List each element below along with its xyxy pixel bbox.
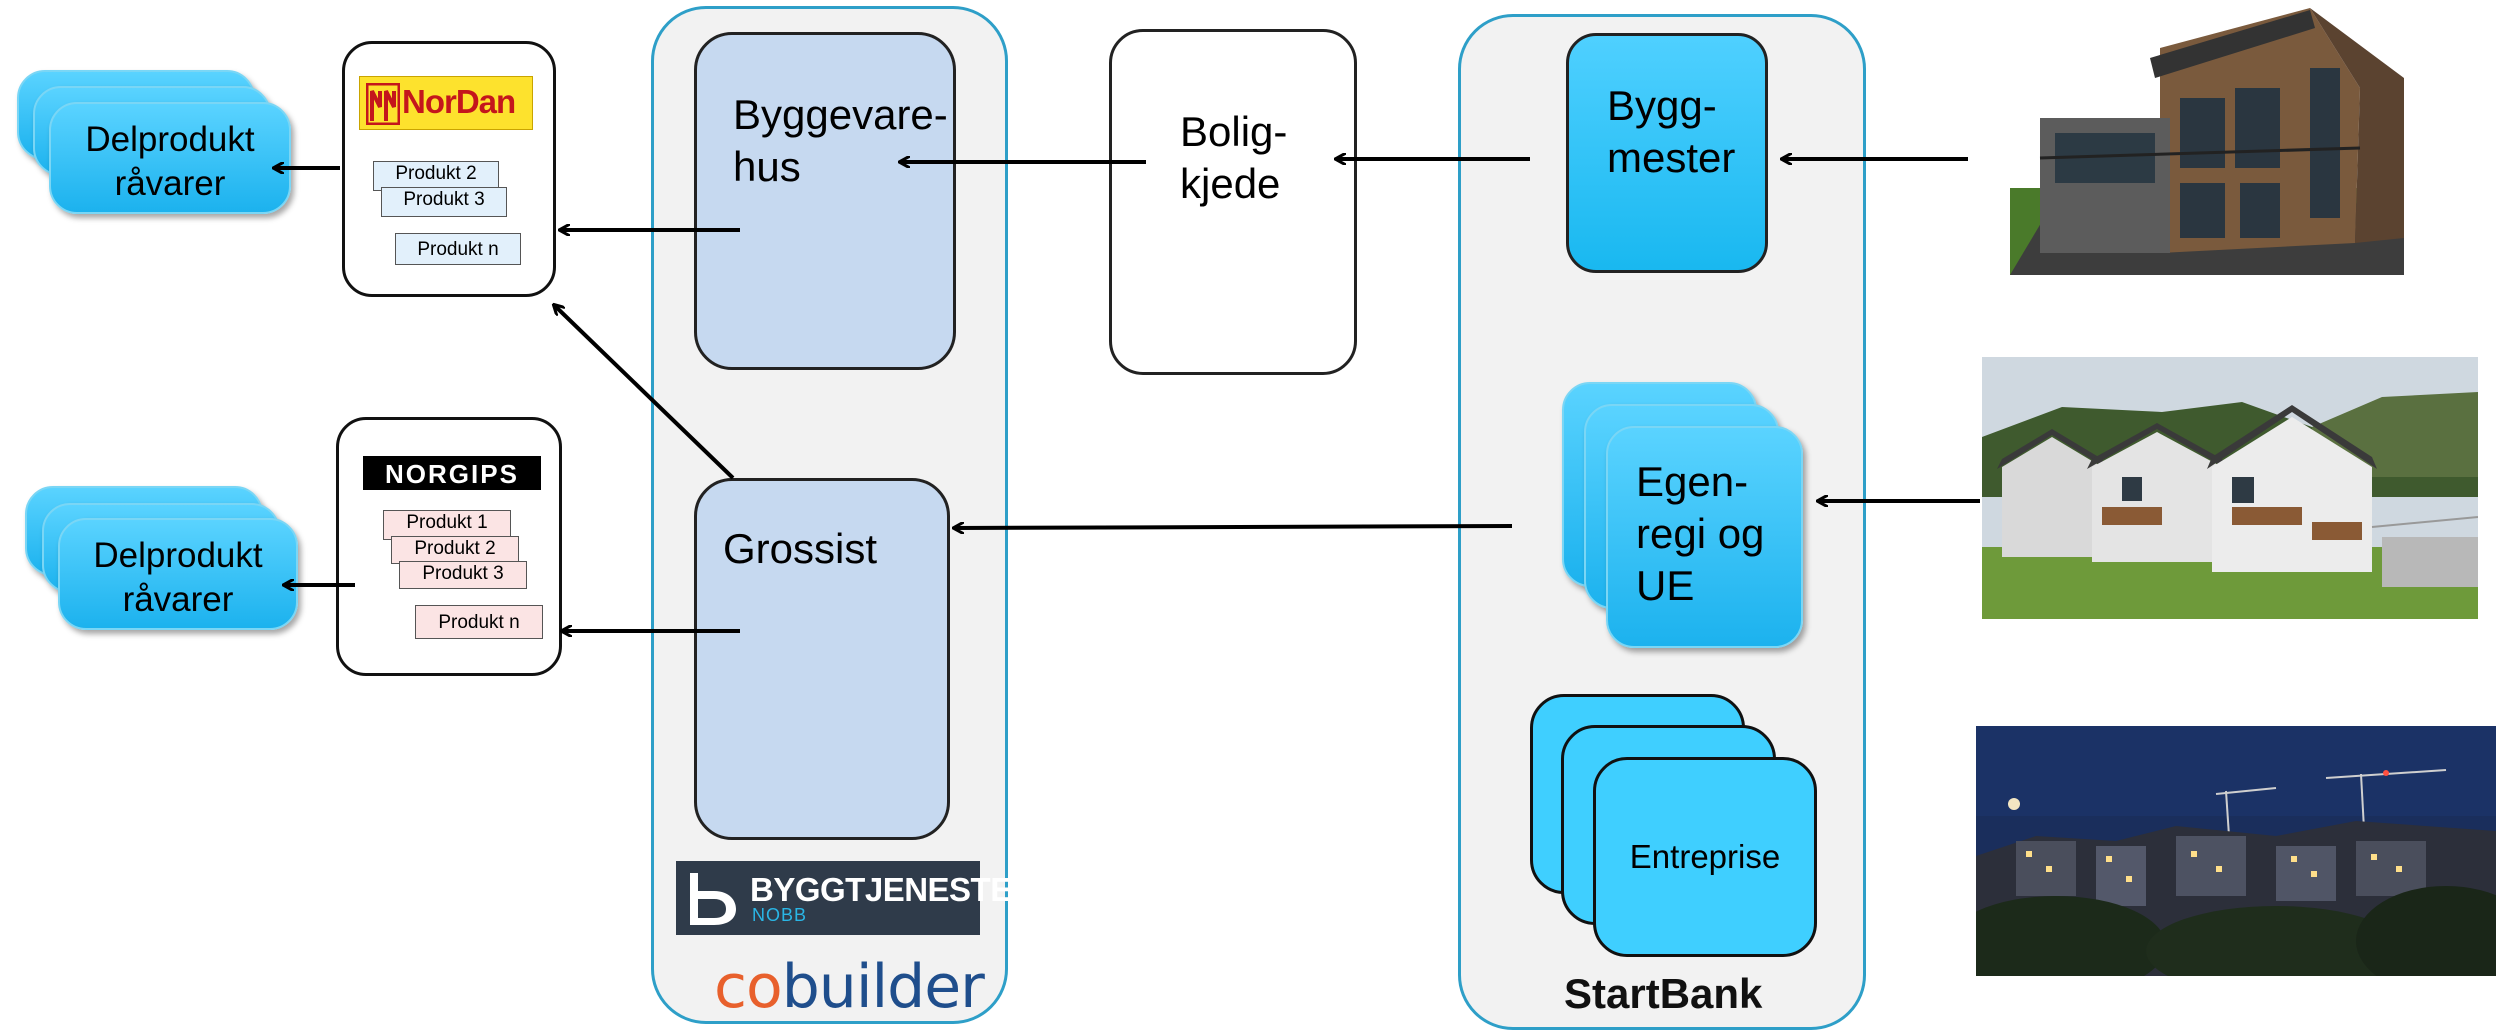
night-photo	[1976, 726, 2496, 976]
boligkjede-node: Bolig- kjede	[1109, 29, 1357, 375]
arrow-grossist-to-nordan	[554, 305, 735, 480]
byggevarehus-node: Byggevare- hus	[694, 32, 956, 370]
delprodukt-top-node: Delprodukt råvarer	[49, 102, 291, 214]
norgips-logo: NORGIPS	[363, 456, 541, 490]
norgips-product: Produkt 1	[383, 510, 511, 540]
norgips-product: Produkt 2	[391, 536, 519, 564]
norgips-box: NORGIPS Produkt 1 Produkt 2 Produkt 3 Pr…	[336, 417, 562, 676]
egenregi-node: Egen- regi og UE	[1606, 426, 1803, 648]
byggtjeneste-text: BYGGTJENESTE	[750, 871, 1012, 908]
nordan-logo-text: NorDan	[402, 83, 516, 120]
norgips-logo-text: NORGIPS	[385, 459, 519, 489]
byggevarehus-label: Byggevare- hus	[733, 91, 948, 190]
delprodukt-bottom-node: Delprodukt råvarer	[58, 518, 298, 630]
byggmester-label: Bygg- mester	[1607, 82, 1736, 181]
grossist-label: Grossist	[723, 525, 878, 572]
nordan-product: Produkt n	[395, 233, 521, 265]
nordan-box: NorDan Produkt 2 Produkt 3 Produkt n	[342, 41, 556, 297]
egenregi-label: Egen- regi og UE	[1636, 458, 1765, 609]
house-illustration	[2010, 8, 2404, 275]
grossist-node: Grossist	[694, 478, 950, 840]
rowhouse-illustration	[1982, 357, 2478, 619]
byggtjeneste-b-icon	[690, 873, 736, 925]
nordan-mark-icon	[366, 83, 400, 125]
arrow-egenregi-to-grossist	[954, 526, 1513, 528]
byggmester-node: Bygg- mester	[1566, 33, 1768, 273]
entreprise-node: Entreprise	[1593, 757, 1817, 957]
nordan-logo: NorDan	[359, 76, 533, 130]
night-illustration	[1976, 726, 2496, 976]
nobb-text: NOBB	[752, 905, 808, 925]
byggtjeneste-logo: BYGGTJENESTE NOBB	[676, 861, 1012, 935]
nordan-product: Produkt 3	[381, 187, 507, 217]
entreprise-label: Entreprise	[1629, 838, 1781, 875]
cobuilder-builder: builder	[781, 952, 985, 1022]
norgips-product: Produkt n	[415, 605, 543, 639]
delprodukt-top-label: Delprodukt råvarer	[85, 120, 255, 203]
delprodukt-bottom-label: Delprodukt råvarer	[93, 536, 263, 619]
rowhouse-photo	[1982, 357, 2478, 619]
house-photo	[2010, 8, 2404, 275]
norgips-product: Produkt 3	[399, 561, 527, 589]
boligkjede-label: Bolig- kjede	[1180, 108, 1288, 207]
cobuilder-co: co	[714, 952, 783, 1022]
cobuilder-logo: cobuilder	[714, 952, 985, 1022]
startbank-label: StartBank	[1564, 970, 1763, 1017]
